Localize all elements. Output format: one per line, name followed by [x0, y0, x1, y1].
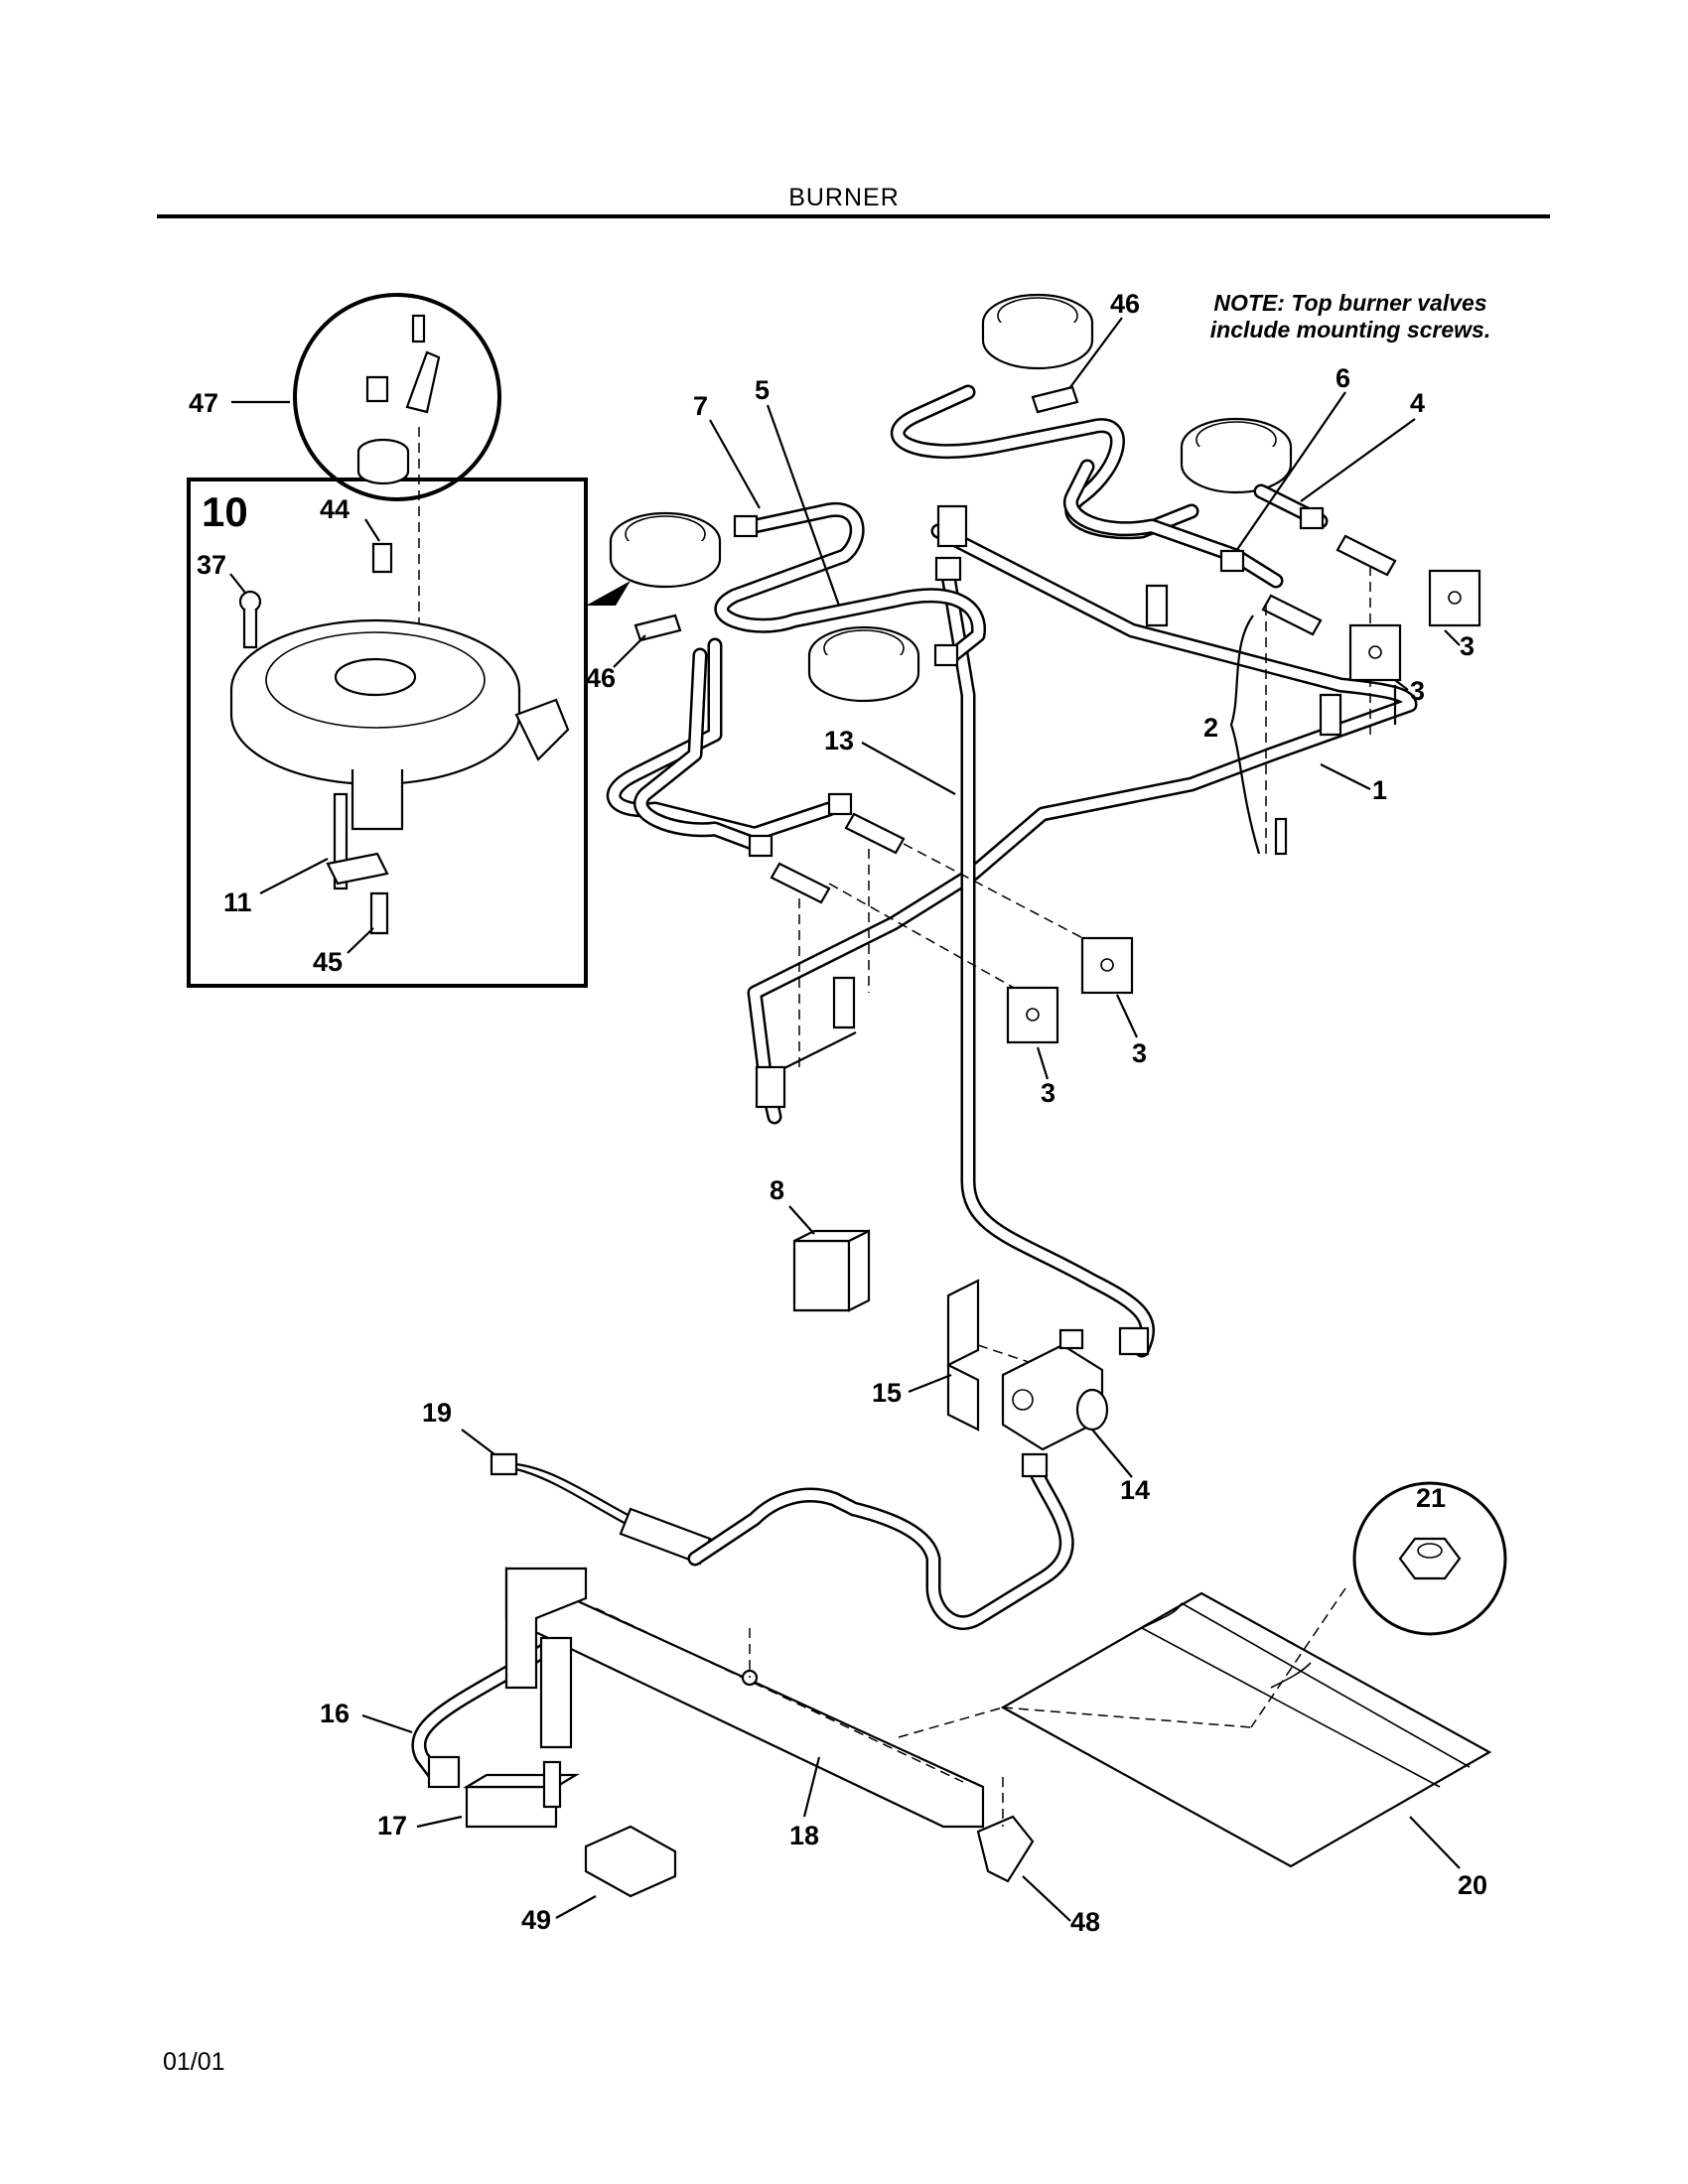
callout-19: 19 — [422, 1398, 452, 1428]
burner-venturi — [351, 769, 404, 831]
gas-line-fitting-bake — [1021, 1452, 1049, 1478]
igniter-wire — [515, 1462, 636, 1520]
bake-burner-venturi — [539, 1636, 573, 1749]
burner-base-ring — [265, 631, 486, 729]
callout-49: 49 — [521, 1905, 551, 1935]
callout-13: 13 — [824, 726, 854, 755]
valve-left-b — [770, 862, 831, 904]
magnifier-circle-47 — [293, 293, 501, 501]
manifold-bracket-a — [1145, 584, 1169, 627]
note-text: NOTE: Top burner valves include mounting… — [1172, 290, 1529, 343]
gas-line-fitting-top — [934, 556, 962, 582]
callout-14: 14 — [1120, 1475, 1150, 1505]
callout-8: 8 — [770, 1175, 784, 1205]
callout-5: 5 — [755, 375, 770, 405]
inset-detail: 10 47 44 37 11 45 — [187, 293, 631, 988]
seal-3-a — [1428, 569, 1481, 627]
callout-37: 37 — [197, 550, 226, 580]
leader-37 — [229, 573, 246, 594]
orifice-nut — [365, 375, 389, 403]
fitting-7 — [733, 514, 759, 538]
magnifier-circle-21 — [1352, 1481, 1507, 1636]
igniter-connector-19 — [490, 1452, 518, 1476]
orifice-bracket — [405, 350, 441, 414]
top-burner-assembly: 46 6 4 7 5 46 13 2 1 3 3 3 3 — [586, 289, 1481, 1358]
spark-module-8 — [792, 1239, 851, 1312]
orifice-spacer — [356, 452, 410, 485]
bake-burner-head — [504, 1567, 588, 1690]
callout-45: 45 — [313, 947, 343, 977]
callout-6: 6 — [1336, 363, 1350, 393]
page-title: BURNER — [788, 184, 900, 211]
callout-44: 44 — [320, 494, 350, 524]
callout-18: 18 — [789, 1821, 819, 1850]
screw-37-head — [238, 590, 262, 614]
leader-11 — [259, 858, 329, 894]
bracket-48 — [976, 1815, 1035, 1883]
screw-45 — [369, 891, 389, 935]
title-rule — [157, 214, 1550, 218]
middle-parts: 8 15 14 — [770, 1175, 1150, 1505]
callout-7: 7 — [693, 391, 708, 421]
footer-date: 01/01 — [163, 2048, 225, 2076]
callout-46-left: 46 — [586, 663, 616, 693]
callout-21: 21 — [1416, 1483, 1446, 1513]
seal-3-d — [1006, 986, 1059, 1044]
manifold-cap — [936, 504, 968, 548]
leader-45 — [347, 927, 374, 954]
fitting-5 — [827, 792, 853, 816]
fitting-center — [933, 643, 959, 667]
callout-15: 15 — [872, 1378, 902, 1408]
callout-3-a: 3 — [1460, 631, 1475, 661]
safety-valve-17 — [465, 1785, 558, 1829]
burner-base-hole — [334, 657, 417, 697]
note-line-1: NOTE: Top burner valves — [1213, 290, 1487, 316]
callout-48: 48 — [1070, 1907, 1100, 1937]
fitting-4 — [1299, 506, 1325, 530]
bake-burner-assembly: 19 16 18 17 49 48 — [320, 1398, 1507, 1937]
leader-44 — [364, 518, 380, 542]
clip-46-top — [1031, 385, 1079, 414]
screw-2 — [1274, 817, 1288, 856]
callout-47: 47 — [189, 388, 218, 418]
inset-label: 10 — [202, 488, 248, 535]
callout-3-d: 3 — [1041, 1078, 1055, 1108]
nut-21 — [1398, 1537, 1462, 1580]
manifold-end — [755, 1065, 786, 1109]
callout-4: 4 — [1410, 388, 1425, 418]
seal-3-c — [1080, 936, 1134, 995]
valve-right-a — [1261, 594, 1323, 636]
callout-17: 17 — [377, 1811, 407, 1841]
ignitor-housing — [514, 698, 570, 761]
callout-1: 1 — [1372, 775, 1387, 805]
electrode-bracket — [326, 852, 389, 886]
orifice-44 — [371, 542, 393, 574]
bracket-15 — [946, 1279, 980, 1367]
orifice-screw — [411, 314, 426, 343]
seal-3-b — [1348, 623, 1402, 682]
callout-3-b: 3 — [1410, 676, 1425, 706]
callout-20: 20 — [1458, 1870, 1487, 1900]
callout-2: 2 — [1203, 713, 1218, 743]
note-line-2: include mounting screws. — [1209, 317, 1491, 342]
bracket-2 — [1229, 614, 1261, 855]
valve-left-a — [844, 812, 906, 855]
callout-11: 11 — [223, 887, 252, 917]
inset-pointer — [586, 581, 631, 606]
callout-16: 16 — [320, 1699, 350, 1728]
callout-46-top: 46 — [1110, 289, 1140, 319]
screw-37-shank — [242, 610, 258, 649]
bracket-49 — [584, 1825, 677, 1898]
manifold-bracket-b — [1319, 693, 1342, 737]
clip-46-left — [633, 614, 682, 642]
bake-burner-18 — [504, 1567, 985, 1829]
callout-3-c: 3 — [1132, 1038, 1147, 1068]
manifold-bracket-c — [832, 976, 856, 1029]
fitting-6 — [1219, 549, 1245, 573]
gas-line-fitting-bottom — [1118, 1326, 1150, 1356]
flame-spreader-20 — [1000, 1591, 1492, 1868]
valve-right-b — [1336, 534, 1397, 577]
fitting-left-lower — [748, 834, 774, 858]
